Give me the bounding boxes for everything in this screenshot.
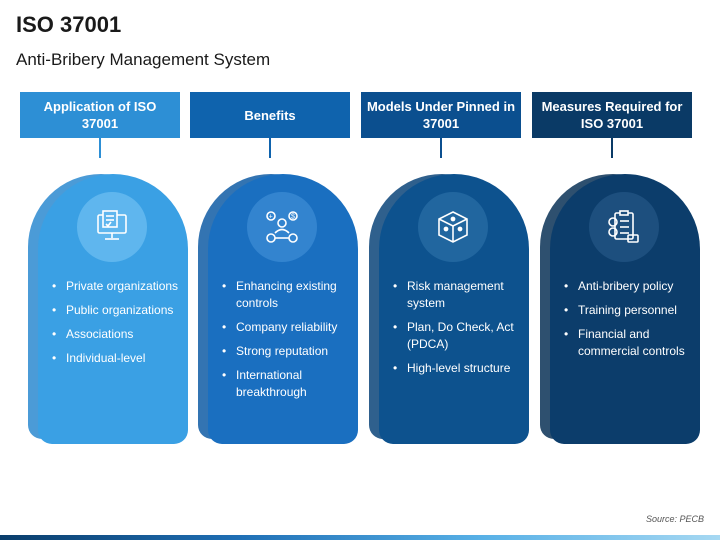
column-benefits: Benefits + $ Enhancing existing controls… (190, 92, 358, 452)
column-application: Application of ISO 37001 Private organiz… (20, 92, 188, 452)
list-item: Individual-level (50, 350, 182, 367)
connector-line (269, 138, 271, 158)
computer-document-icon (77, 192, 147, 262)
list-item: Private organizations (50, 278, 182, 295)
list-item: High-level structure (391, 360, 523, 377)
column-models: Models Under Pinned in 37001 Risk manage… (361, 92, 529, 452)
column-header: Models Under Pinned in 37001 (361, 92, 521, 138)
svg-text:+: + (269, 214, 273, 221)
business-person-icon: + $ (247, 192, 317, 262)
column-header: Application of ISO 37001 (20, 92, 180, 138)
page-subtitle: Anti-Bribery Management System (16, 50, 271, 69)
connector-line (440, 138, 442, 158)
bottom-accent-bar (0, 535, 720, 540)
connector-line (99, 138, 101, 158)
item-list: Anti-bribery policy Training personnel F… (562, 278, 694, 367)
list-item: Strong reputation (220, 343, 352, 360)
column-header: Measures Required for ISO 37001 (532, 92, 692, 138)
source-note: Source: PECB (645, 514, 704, 524)
svg-text:$: $ (291, 214, 295, 221)
list-item: Financial and commercial controls (562, 326, 694, 360)
page-title: ISO 37001 (16, 12, 122, 37)
item-list: Risk management system Plan, Do Check, A… (391, 278, 523, 384)
list-item: Company reliability (220, 319, 352, 336)
list-item: Plan, Do Check, Act (PDCA) (391, 319, 523, 353)
cube-network-icon (418, 192, 488, 262)
column-measures: Measures Required for ISO 37001 Anti-bri… (532, 92, 700, 452)
list-item: Enhancing existing controls (220, 278, 352, 312)
list-item: Training personnel (562, 302, 694, 319)
list-item: International breakthrough (220, 367, 352, 401)
clipboard-checklist-icon (589, 192, 659, 262)
list-item: Public organizations (50, 302, 182, 319)
list-item: Anti-bribery policy (562, 278, 694, 295)
list-item: Associations (50, 326, 182, 343)
list-item: Risk management system (391, 278, 523, 312)
column-header: Benefits (190, 92, 350, 138)
item-list: Enhancing existing controls Company reli… (220, 278, 352, 408)
item-list: Private organizations Public organizatio… (50, 278, 182, 374)
connector-line (611, 138, 613, 158)
